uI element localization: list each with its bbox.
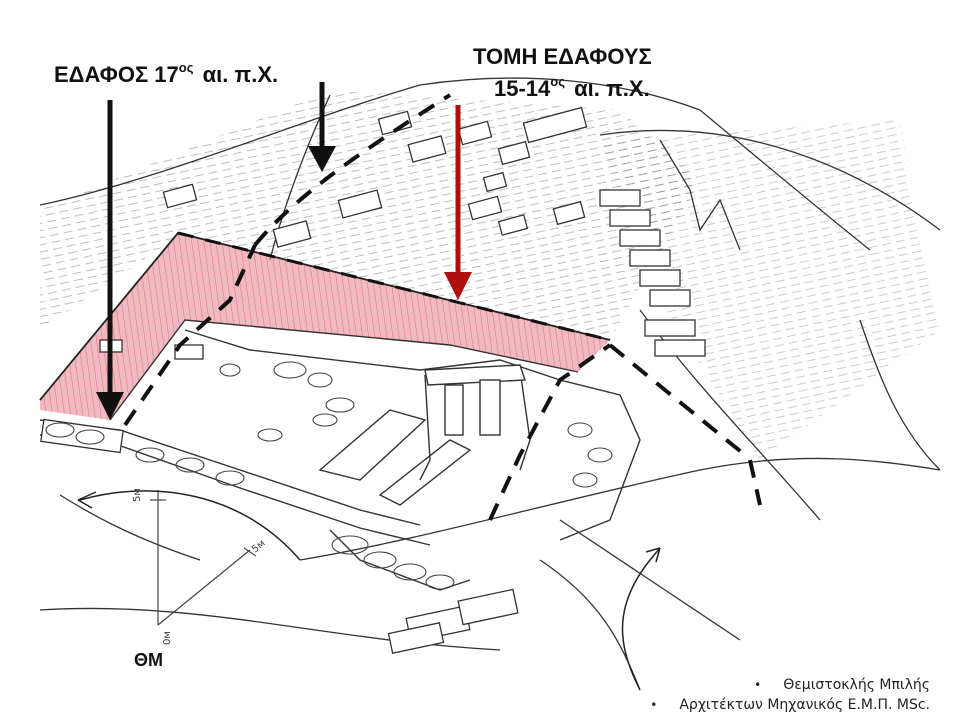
label-soil-section-date: 15-14ος αι. π.Χ.	[494, 74, 650, 102]
dashed-guides	[123, 93, 762, 521]
direction-arrows	[77, 490, 661, 691]
bullet-icon: •	[754, 678, 762, 692]
label-soil-17th-century: ΕΔΑΦΟΣ 17ος αι. π.Χ.	[54, 60, 278, 88]
rubble	[45, 361, 613, 590]
central-tomb	[318, 364, 526, 506]
label-left-main: ΕΔΑΦΟΣ 17	[54, 62, 179, 87]
terrain-hatching	[40, 90, 940, 460]
bullet-icon: •	[650, 698, 658, 712]
author-initials: ΘΜ	[134, 650, 163, 670]
staircase	[599, 139, 741, 357]
scale-axes	[150, 490, 257, 626]
scale-vertical-label: 5м	[132, 488, 143, 502]
credit-line-1: Θεμιστοκλής Μπιλής	[783, 677, 930, 693]
label-right-main: 15-14	[494, 76, 551, 101]
credit-line-2: Αρχιτέκτων Μηχανικός Ε.Μ.Π. MSc.	[679, 697, 930, 713]
label-right-tail: αι. π.Χ.	[567, 76, 650, 101]
label-left-tail: αι. π.Χ.	[196, 62, 279, 87]
scale-diagonal-label: 5м	[250, 538, 268, 555]
arrow-left-short	[308, 82, 336, 172]
scale-labels: 5м 5м 0м	[132, 488, 268, 645]
dashed-outline	[177, 231, 611, 342]
label-left-sup: ος	[178, 60, 194, 75]
label-soil-section-title: ΤΟΜΗ ΕΔΑΦΟΥΣ	[473, 44, 652, 69]
label-right-sup: ος	[550, 74, 565, 89]
credit-author-name: • Θεμιστοκλής Μπιλής	[754, 677, 930, 693]
credit-author-title: • Αρχιτέκτων Μηχανικός Ε.Μ.Π. MSc.	[650, 697, 930, 713]
stone-blocks	[40, 106, 588, 654]
scale-origin-label: 0м	[162, 631, 173, 645]
arrow-red	[444, 105, 472, 300]
arrow-left-long	[96, 100, 124, 420]
